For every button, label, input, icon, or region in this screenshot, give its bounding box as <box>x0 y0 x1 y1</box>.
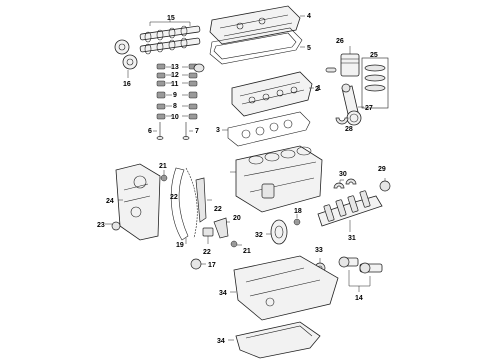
callout-31: 31 <box>348 235 356 242</box>
callout-labels: 1 2 3 4 5 6 7 8 9 10 11 12 13 14 15 16 1… <box>97 13 386 345</box>
callout-22-left: 22 <box>170 194 178 201</box>
crankshaft[interactable] <box>317 190 383 232</box>
callout-33: 33 <box>315 247 323 254</box>
callout-14: 14 <box>355 295 363 302</box>
callout-23: 23 <box>97 222 105 229</box>
callout-22-lower: 22 <box>203 249 211 256</box>
cylinder-head[interactable] <box>231 71 314 117</box>
callout-10: 10 <box>171 114 179 121</box>
oil-pan-upper[interactable] <box>230 255 339 321</box>
callout-9: 9 <box>173 92 177 99</box>
chain-guides[interactable] <box>195 177 230 239</box>
callout-30: 30 <box>339 171 347 178</box>
callout-24: 24 <box>106 198 114 205</box>
crankshaft-pulley[interactable] <box>266 219 288 245</box>
balance-shafts[interactable] <box>338 256 383 292</box>
callout-15: 15 <box>167 15 175 22</box>
callout-25: 25 <box>370 52 378 59</box>
callout-4: 4 <box>307 13 311 20</box>
callout-7: 7 <box>195 128 199 135</box>
callout-34-upper: 34 <box>219 290 227 297</box>
callout-28: 28 <box>345 126 353 133</box>
callout-21-upper: 21 <box>159 163 167 170</box>
valve-cover[interactable] <box>209 5 305 45</box>
valve-train-parts[interactable] <box>156 63 205 120</box>
timing-chain[interactable] <box>170 167 198 244</box>
callout-21-lower: 21 <box>243 248 251 255</box>
callout-29: 29 <box>378 166 386 173</box>
callout-5: 5 <box>307 45 311 52</box>
engine-block[interactable] <box>230 145 323 213</box>
valves[interactable] <box>153 122 193 140</box>
tensioner-17[interactable] <box>190 258 206 270</box>
callout-8: 8 <box>173 103 177 110</box>
oil-pan-lower[interactable] <box>228 321 321 359</box>
callout-22-right: 22 <box>214 206 222 213</box>
callout-16: 16 <box>123 81 131 88</box>
thrust-washer[interactable] <box>379 178 391 192</box>
callout-19: 19 <box>176 242 184 249</box>
camshaft-sprockets[interactable] <box>114 39 138 78</box>
callout-32: 32 <box>255 232 263 239</box>
callout-3: 3 <box>216 127 220 134</box>
callout-13: 13 <box>171 64 179 71</box>
callout-2: 2 <box>315 86 319 93</box>
pulley-bolt-18[interactable] <box>293 214 301 226</box>
head-gasket[interactable] <box>222 111 311 147</box>
main-bearings[interactable] <box>333 178 357 189</box>
callout-20: 20 <box>233 215 241 222</box>
timing-cover[interactable] <box>115 163 161 241</box>
valve-cover-gasket[interactable] <box>209 27 305 65</box>
callout-27: 27 <box>365 105 373 112</box>
seal-23[interactable] <box>105 221 121 231</box>
callout-17: 17 <box>208 262 216 269</box>
rod-bearing[interactable] <box>335 117 349 125</box>
callout-6: 6 <box>148 128 152 135</box>
piston[interactable] <box>325 46 360 77</box>
callout-11: 11 <box>171 81 179 88</box>
camshaft-assembly[interactable] <box>139 20 201 55</box>
callout-34-lower: 34 <box>217 338 225 345</box>
chain-tensioner[interactable] <box>202 227 214 244</box>
bolt-21-lower[interactable] <box>230 240 242 248</box>
callout-12: 12 <box>171 72 179 79</box>
bolt-21-upper[interactable] <box>160 170 168 182</box>
callout-1: 1 <box>317 85 321 92</box>
connecting-rod[interactable] <box>341 83 364 126</box>
piston-rings[interactable] <box>361 57 389 109</box>
callout-18: 18 <box>294 208 302 215</box>
callout-26: 26 <box>336 38 344 45</box>
